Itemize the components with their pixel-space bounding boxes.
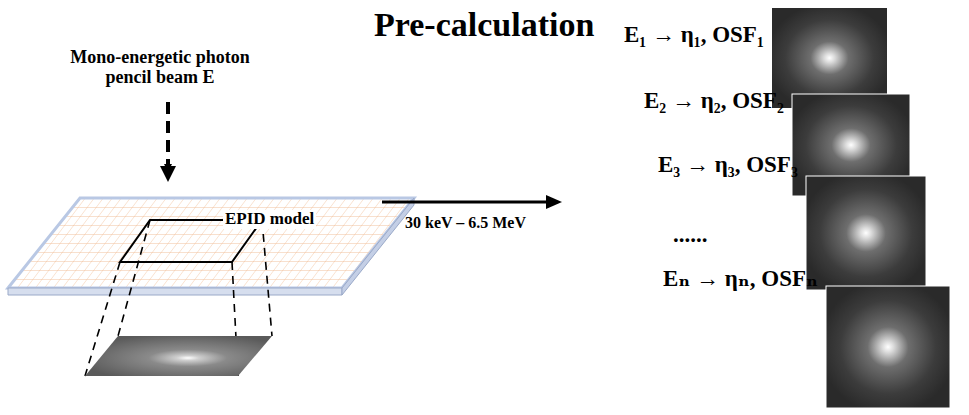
plate-label: EPID model xyxy=(223,210,316,229)
ellipsis: ...... xyxy=(673,222,708,247)
energy-entry: E₁ → η₁, OSF₁ xyxy=(624,22,764,47)
kernel-images xyxy=(772,8,950,408)
energy-entry: E₂ → η₂, OSF₂ xyxy=(644,88,784,113)
beam-head xyxy=(160,166,176,182)
pencil-beam xyxy=(166,102,170,168)
beam-label: Mono-energetic photon pencil beam E xyxy=(65,48,255,88)
projection-lines xyxy=(85,220,272,376)
arrow-head xyxy=(546,195,562,209)
energy-range: 30 keV – 6.5 MeV xyxy=(405,214,526,232)
epid-plate xyxy=(8,198,414,295)
energy-entry: Eₙ → ηₙ, OSFₙ xyxy=(663,266,818,291)
energy-entry: E₃ → η₃, OSF₃ xyxy=(658,152,798,177)
dose-image xyxy=(85,336,272,376)
main-arrow xyxy=(382,201,548,204)
diagram-title: Pre-calculation xyxy=(374,6,594,43)
